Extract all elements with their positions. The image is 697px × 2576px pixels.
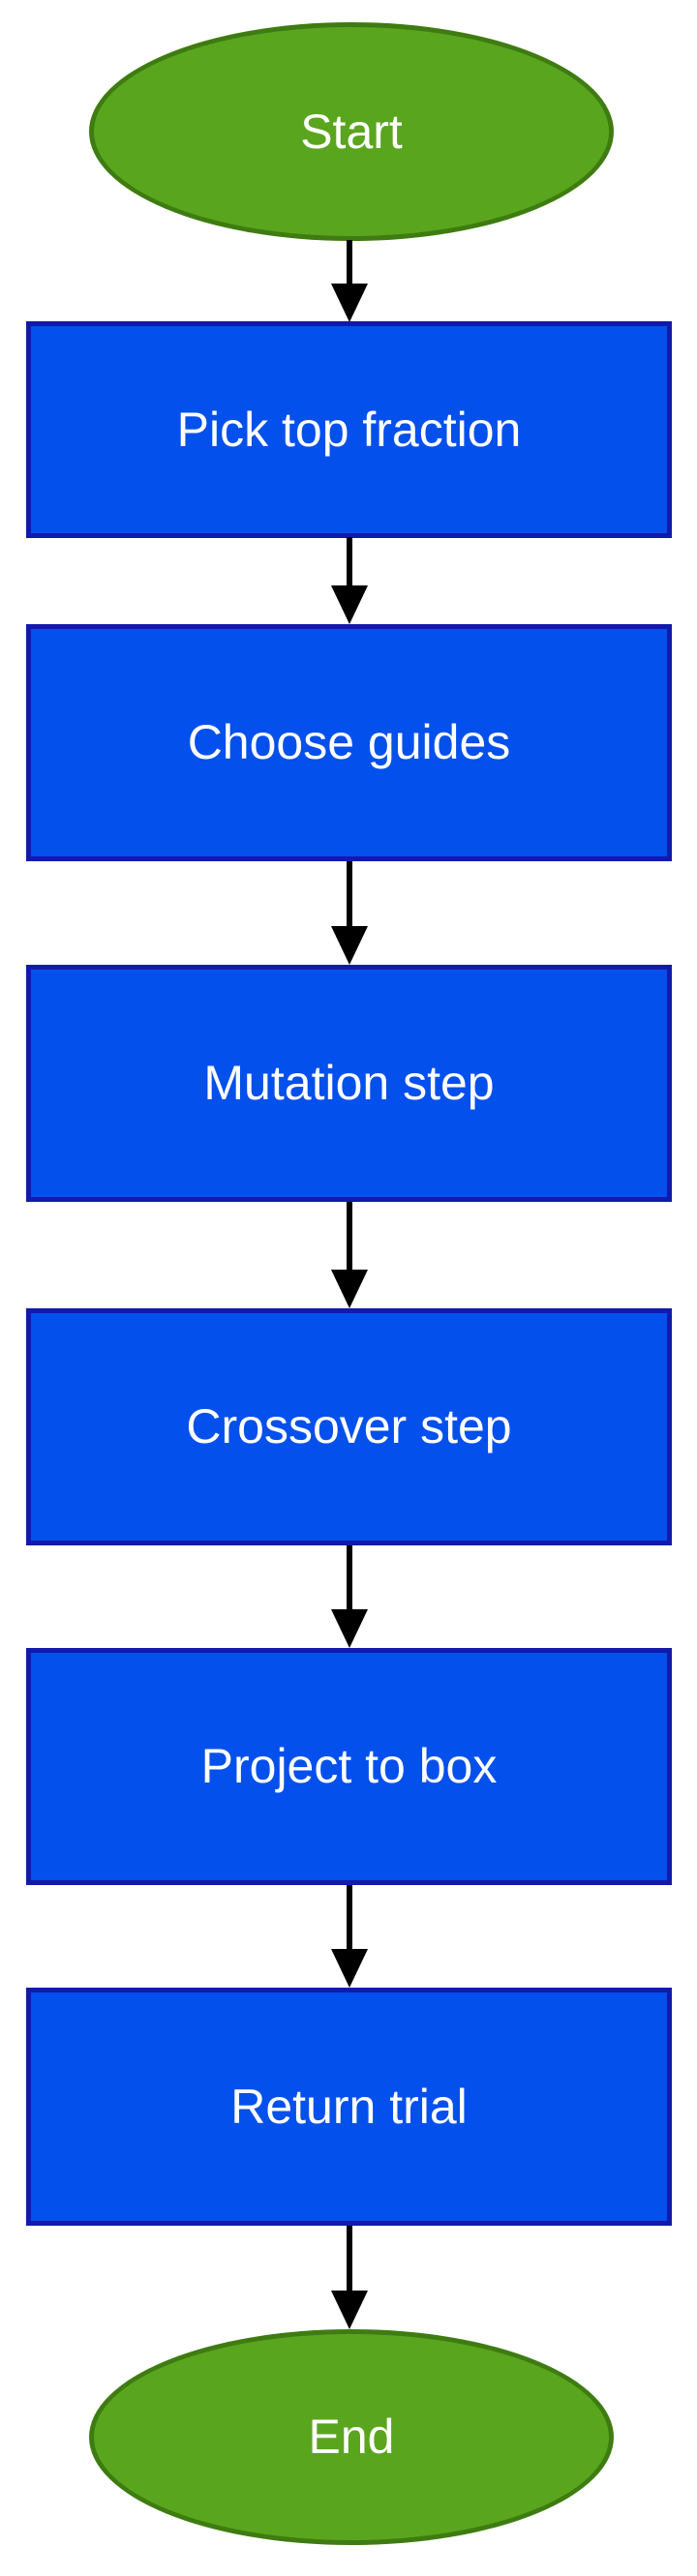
- arrowhead-icon: [331, 1270, 368, 1308]
- node-project-to-box: Project to box: [26, 1648, 672, 1885]
- arrowhead-icon: [331, 585, 368, 624]
- node-crossover-step: Crossover step: [26, 1308, 672, 1545]
- arrowhead-icon: [331, 1609, 368, 1648]
- arrow-stem: [347, 537, 352, 585]
- arrowhead-icon: [331, 926, 368, 965]
- node-mutation-step-label: Mutation step: [203, 1056, 495, 1110]
- node-end: End: [89, 2329, 614, 2545]
- node-pick-top-fraction: Pick top fraction: [26, 321, 672, 538]
- edge-start-to-pick-top-fraction: [330, 240, 369, 322]
- arrow-stem: [347, 861, 352, 926]
- edge-return-trial-to-end: [330, 2226, 369, 2329]
- node-crossover-step-label: Crossover step: [186, 1399, 512, 1453]
- node-choose-guides-label: Choose guides: [187, 715, 511, 769]
- node-return-trial-label: Return trial: [230, 2079, 468, 2134]
- arrow-stem: [347, 240, 352, 284]
- arrow-stem: [347, 1202, 352, 1270]
- edge-mutation-step-to-crossover-step: [330, 1202, 369, 1308]
- node-mutation-step: Mutation step: [26, 965, 672, 1202]
- node-project-to-box-label: Project to box: [200, 1739, 498, 1793]
- arrow-stem: [347, 1885, 352, 1949]
- edge-pick-top-fraction-to-choose-guides: [330, 537, 369, 624]
- node-return-trial: Return trial: [26, 1988, 672, 2226]
- arrow-stem: [347, 2226, 352, 2291]
- node-pick-top-fraction-label: Pick top fraction: [176, 402, 522, 457]
- edge-crossover-step-to-project-to-box: [330, 1545, 369, 1648]
- edge-project-to-box-to-return-trial: [330, 1885, 369, 1988]
- arrow-stem: [347, 1545, 352, 1609]
- arrowhead-icon: [331, 1949, 368, 1988]
- node-start: Start: [89, 22, 614, 241]
- node-start-label: Start: [300, 104, 403, 159]
- arrowhead-icon: [331, 284, 368, 322]
- edge-choose-guides-to-mutation-step: [330, 861, 369, 965]
- arrowhead-icon: [331, 2291, 368, 2329]
- node-end-label: End: [308, 2410, 395, 2464]
- node-choose-guides: Choose guides: [26, 624, 672, 861]
